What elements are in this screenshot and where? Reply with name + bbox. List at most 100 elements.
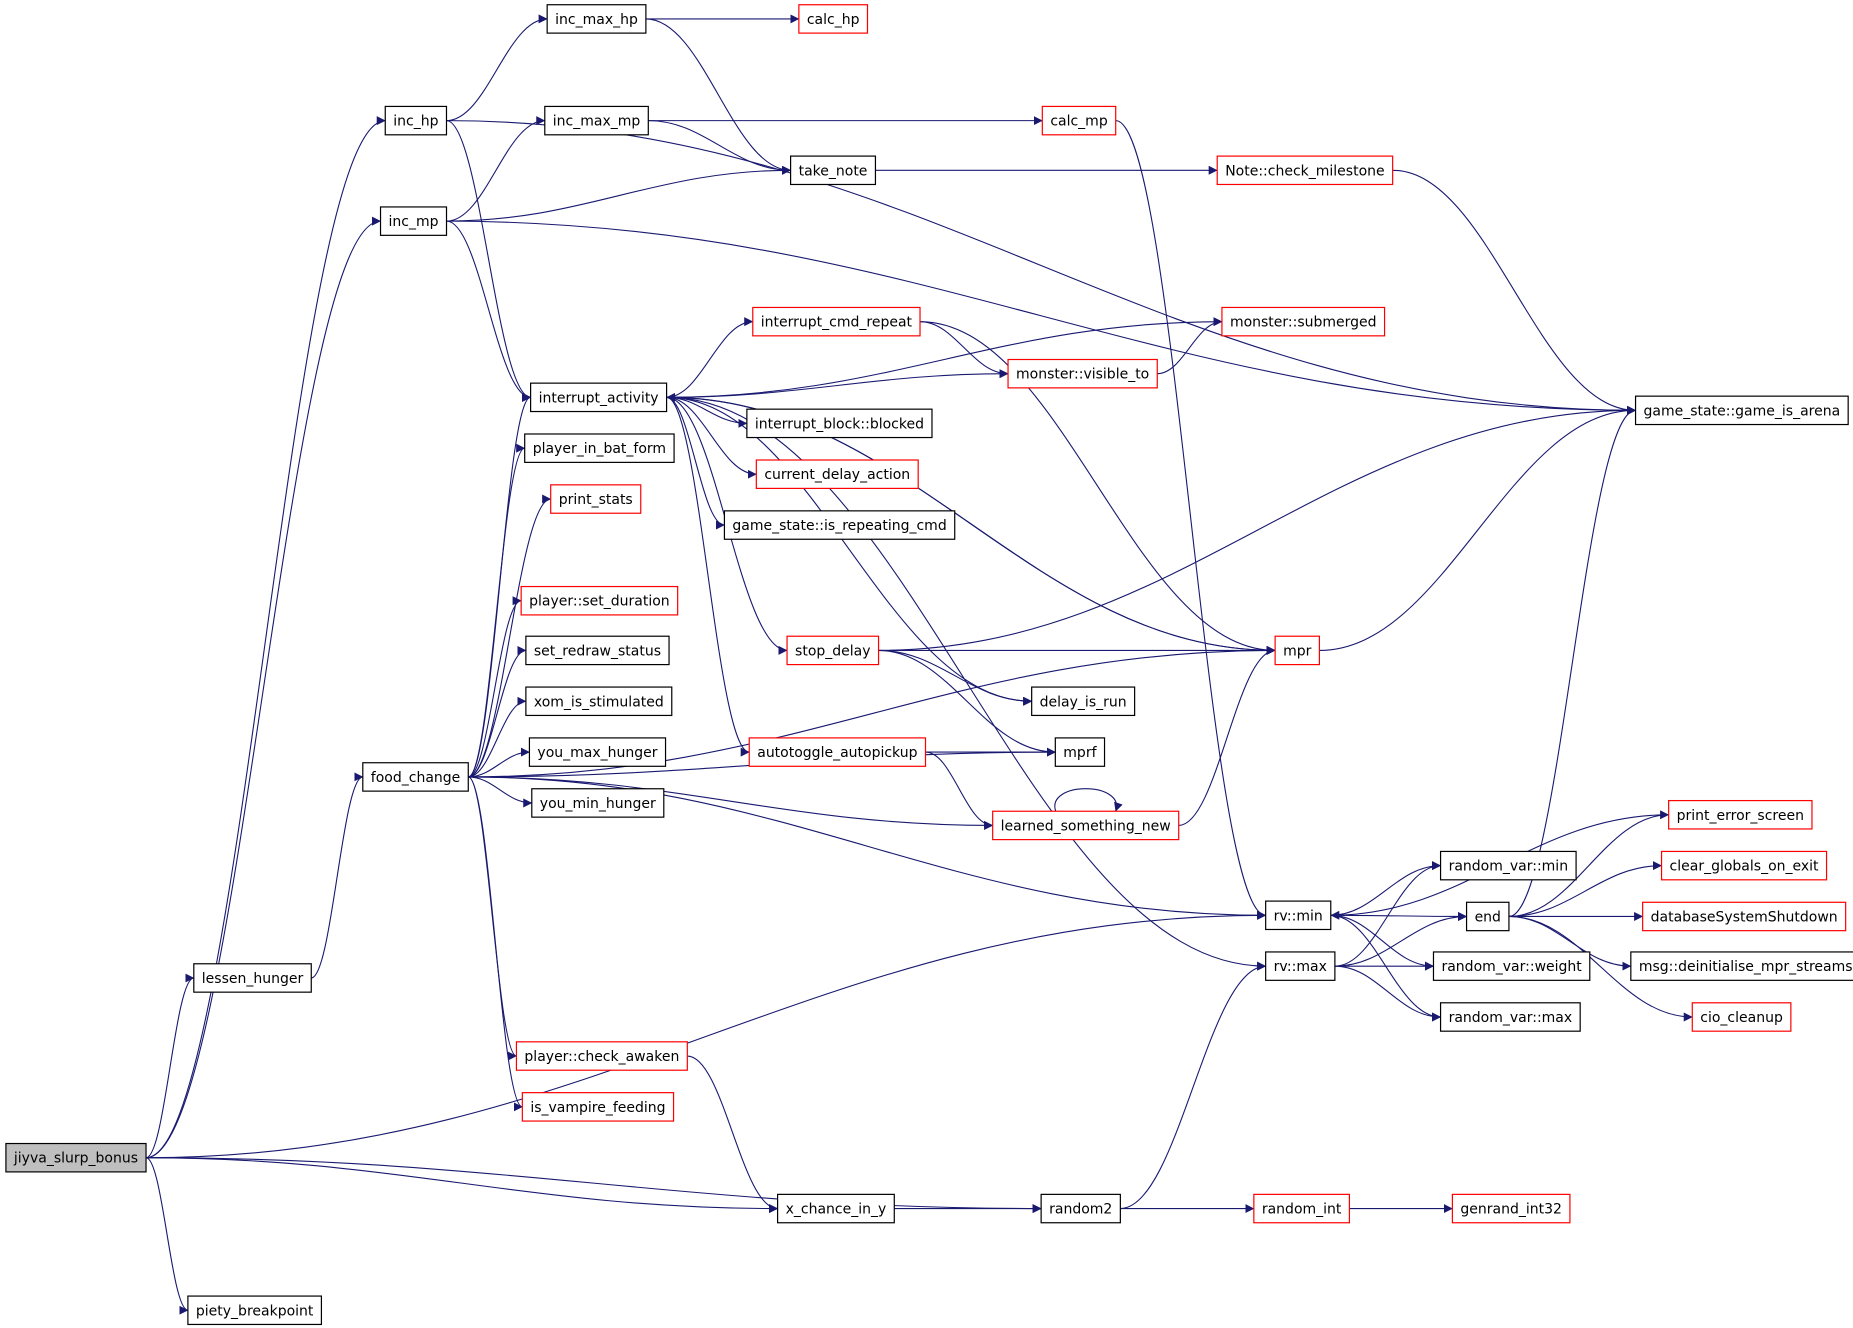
node-submerged[interactable]: monster::submerged — [1221, 306, 1386, 337]
node-lessen-hunger[interactable]: lessen_hunger — [193, 963, 312, 993]
edge-random2-to-rv-max — [1120, 961, 1267, 1210]
node-box — [5, 1142, 147, 1173]
node-box — [1040, 1193, 1121, 1224]
edge-inc-hp-to-interrupt-activity — [446, 120, 532, 402]
node-box — [1432, 951, 1591, 981]
node-interrupt-cmd-repeat[interactable]: interrupt_cmd_repeat — [752, 306, 921, 337]
edge-inc-max-hp-to-take-note — [645, 18, 792, 175]
node-box — [1642, 901, 1847, 932]
node-blocked[interactable]: interrupt_block::blocked — [746, 408, 933, 439]
node-game-is-arena[interactable]: game_state::game_is_arena — [1634, 395, 1849, 426]
node-interrupt-activity[interactable]: interrupt_activity — [530, 382, 668, 413]
node-deinitialise-mpr-streams[interactable]: msg::deinitialise_mpr_streams — [1630, 951, 1853, 981]
node-label: inc_hp — [393, 114, 438, 130]
node-is-vampire-feeding[interactable]: is_vampire_feeding — [521, 1092, 675, 1122]
node-box — [992, 810, 1180, 841]
node-inc-max-hp[interactable]: inc_max_hp — [546, 4, 647, 34]
node-delay-is-run[interactable]: delay_is_run — [1031, 686, 1136, 717]
node-label: monster::submerged — [1230, 315, 1377, 331]
node-random-int[interactable]: random_int — [1253, 1193, 1351, 1224]
node-you-min-hunger[interactable]: you_min_hunger — [531, 788, 665, 818]
edge-stop-delay-to-game-is-arena — [878, 405, 1637, 651]
nodes-layer: jiyva_slurp_bonus inc_hp inc_mp inc_max_hpi… — [5, 4, 1853, 1326]
node-calc-mp[interactable]: calc_mp — [1041, 105, 1117, 136]
node-x-chance-in-y[interactable]: x_chance_in_y — [776, 1193, 895, 1224]
node-mpr[interactable]: mpr — [1274, 635, 1321, 666]
edge-jiyva-slurp-bonus-to-piety-breakpoint — [145, 1157, 189, 1315]
node-label: game_state::game_is_arena — [1644, 403, 1841, 419]
node-rv-min[interactable]: rv::min — [1265, 900, 1332, 931]
node-food-change[interactable]: food_change — [362, 762, 469, 792]
node-print-error-screen[interactable]: print_error_screen — [1668, 799, 1813, 830]
node-is-repeating-cmd[interactable]: game_state::is_repeating_cmd — [723, 510, 956, 540]
node-check-awaken[interactable]: player::check_awaken — [515, 1041, 688, 1071]
node-jiyva-slurp-bonus[interactable]: jiyva_slurp_bonus — [5, 1142, 147, 1173]
edge-food-change-to-xom-is-stimulated — [468, 696, 527, 778]
node-label: random_var::weight — [1441, 959, 1582, 975]
edge-jiyva-slurp-bonus-to-inc-hp — [146, 116, 386, 1159]
node-player-in-bat-form[interactable]: player_in_bat_form — [524, 433, 675, 463]
node-label: you_min_hunger — [540, 796, 656, 812]
node-box — [521, 1092, 675, 1122]
node-random2[interactable]: random2 — [1040, 1193, 1121, 1224]
node-label: databaseSystemShutdown — [1651, 909, 1838, 925]
edge-jiyva-slurp-bonus-to-rv-min — [146, 910, 1267, 1159]
node-xom-is-stimulated[interactable]: xom_is_stimulated — [525, 686, 673, 717]
node-take-note[interactable]: take_note — [789, 155, 877, 186]
node-label: stop_delay — [795, 643, 871, 659]
node-box — [723, 510, 956, 540]
node-autotoggle-autopickup[interactable]: autotoggle_autopickup — [748, 737, 927, 767]
node-label: calc_mp — [1050, 114, 1108, 130]
node-mprf[interactable]: mprf — [1054, 737, 1106, 767]
node-label: food_change — [371, 770, 460, 786]
node-calc-hp[interactable]: calc_hp — [798, 4, 869, 34]
node-genrand-int32[interactable]: genrand_int32 — [1451, 1193, 1571, 1224]
node-label: inc_max_mp — [553, 114, 641, 130]
node-random-var-min[interactable]: random_var::min — [1439, 850, 1577, 881]
node-rv-max[interactable]: rv::max — [1265, 951, 1336, 981]
node-clear-globals-on-exit[interactable]: clear_globals_on_exit — [1660, 850, 1828, 881]
node-inc-hp[interactable]: inc_hp — [384, 105, 448, 136]
node-piety-breakpoint[interactable]: piety_breakpoint — [187, 1295, 323, 1326]
node-label: xom_is_stimulated — [534, 694, 664, 710]
edge-learned-something-new-to-learned-something-new — [1054, 788, 1123, 812]
node-check-milestone[interactable]: Note::check_milestone — [1216, 155, 1394, 186]
node-box — [550, 484, 642, 514]
node-you-max-hunger[interactable]: you_max_hunger — [528, 737, 667, 767]
edge-jiyva-slurp-bonus-to-x-chance-in-y — [146, 1157, 779, 1214]
edge-food-change-to-player-in-bat-form — [468, 443, 526, 778]
node-box — [798, 4, 869, 34]
edge-food-change-to-set-redraw-status — [468, 645, 527, 778]
edge-interrupt-activity-to-submerged — [666, 317, 1223, 398]
edge-interrupt-activity-to-autotoggle-autopickup — [666, 396, 750, 757]
edge-end-to-print-error-screen — [1508, 810, 1670, 918]
node-box — [786, 635, 880, 666]
edge-rv-max-to-end — [1334, 911, 1468, 967]
node-box — [525, 635, 670, 666]
node-cio-cleanup[interactable]: cio_cleanup — [1691, 1002, 1792, 1032]
node-box — [776, 1193, 895, 1224]
node-visible-to[interactable]: monster::visible_to — [1007, 358, 1158, 389]
node-set-duration[interactable]: player::set_duration — [520, 585, 679, 616]
node-box — [1439, 1002, 1581, 1032]
node-box — [746, 408, 933, 439]
edge-calc-mp-to-rv-min — [1115, 120, 1267, 920]
node-current-delay-action[interactable]: current_delay_action — [755, 459, 919, 489]
node-set-redraw-status[interactable]: set_redraw_status — [525, 635, 670, 666]
node-learned-something-new[interactable]: learned_something_new — [992, 810, 1180, 841]
edge-check-milestone-to-game-is-arena — [1392, 169, 1637, 415]
node-random-var-max[interactable]: random_var::max — [1439, 1002, 1581, 1032]
node-inc-mp[interactable]: inc_mp — [379, 206, 448, 236]
node-stop-delay[interactable]: stop_delay — [786, 635, 880, 666]
node-random-var-weight[interactable]: random_var::weight — [1432, 951, 1591, 981]
node-print-stats[interactable]: print_stats — [550, 484, 642, 514]
node-label: interrupt_activity — [539, 390, 659, 406]
node-box — [752, 306, 921, 337]
node-box — [193, 963, 312, 993]
edge-food-change-to-print-stats — [468, 494, 552, 778]
node-databaseSystemShutdown[interactable]: databaseSystemShutdown — [1642, 901, 1847, 932]
node-end[interactable]: end — [1465, 901, 1510, 932]
edge-inc-mp-to-inc-max-mp — [446, 116, 546, 222]
node-inc-max-mp[interactable]: inc_max_mp — [544, 105, 649, 136]
